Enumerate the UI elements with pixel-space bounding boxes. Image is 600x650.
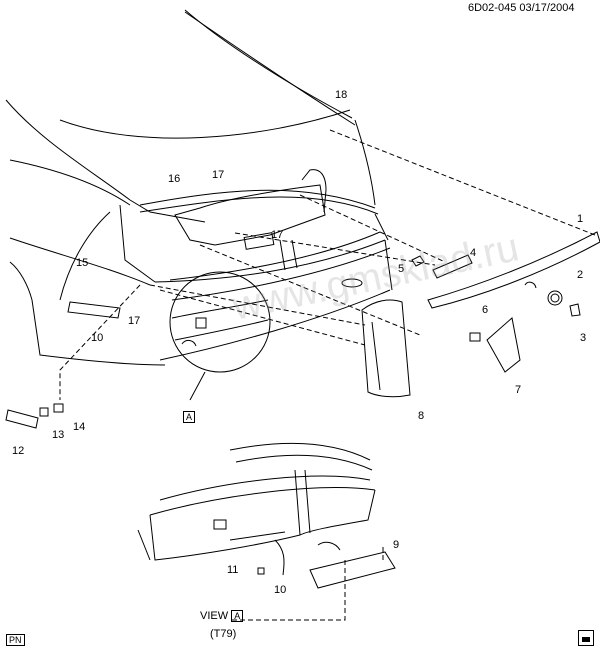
callout-13: 13 <box>52 429 65 441</box>
callout-10-lower: 10 <box>274 584 287 596</box>
view-prefix: VIEW <box>200 610 229 622</box>
callout-9: 9 <box>393 539 400 551</box>
car-body-upper <box>5 9 393 366</box>
callout-17-c: 17 <box>128 315 141 327</box>
view-letter: A <box>231 610 244 622</box>
callout-17-b: 17 <box>271 229 284 241</box>
callout-4: 4 <box>470 247 477 259</box>
callout-17-a: 17 <box>212 169 225 181</box>
detail-circle <box>169 271 271 401</box>
callout-8: 8 <box>418 410 425 422</box>
detail-marker: A <box>183 411 196 423</box>
footer-tag: PN <box>6 634 25 646</box>
part-tail-lamp <box>361 299 411 398</box>
callout-15: 15 <box>76 257 89 269</box>
view-code: (T79) <box>210 628 237 640</box>
view-label: VIEW A <box>200 610 244 622</box>
callout-1: 1 <box>577 213 584 225</box>
drawing-date: 03/17/2004 <box>519 2 575 14</box>
callout-2: 2 <box>577 269 584 281</box>
part-molding <box>427 231 600 309</box>
callout-12: 12 <box>12 445 25 457</box>
callout-14: 14 <box>73 421 86 433</box>
callout-3: 3 <box>580 332 587 344</box>
callout-5: 5 <box>398 263 405 275</box>
car-body-lower <box>137 442 396 589</box>
leader-lines <box>59 129 596 621</box>
corner-logo <box>578 630 594 646</box>
callout-6: 6 <box>482 304 489 316</box>
callout-16: 16 <box>168 173 181 185</box>
callout-7: 7 <box>515 384 522 396</box>
callout-10-upper: 10 <box>91 332 104 344</box>
drawing-id: 6D02-045 <box>468 2 517 14</box>
callout-11: 11 <box>227 564 239 576</box>
callout-18: 18 <box>335 89 348 101</box>
